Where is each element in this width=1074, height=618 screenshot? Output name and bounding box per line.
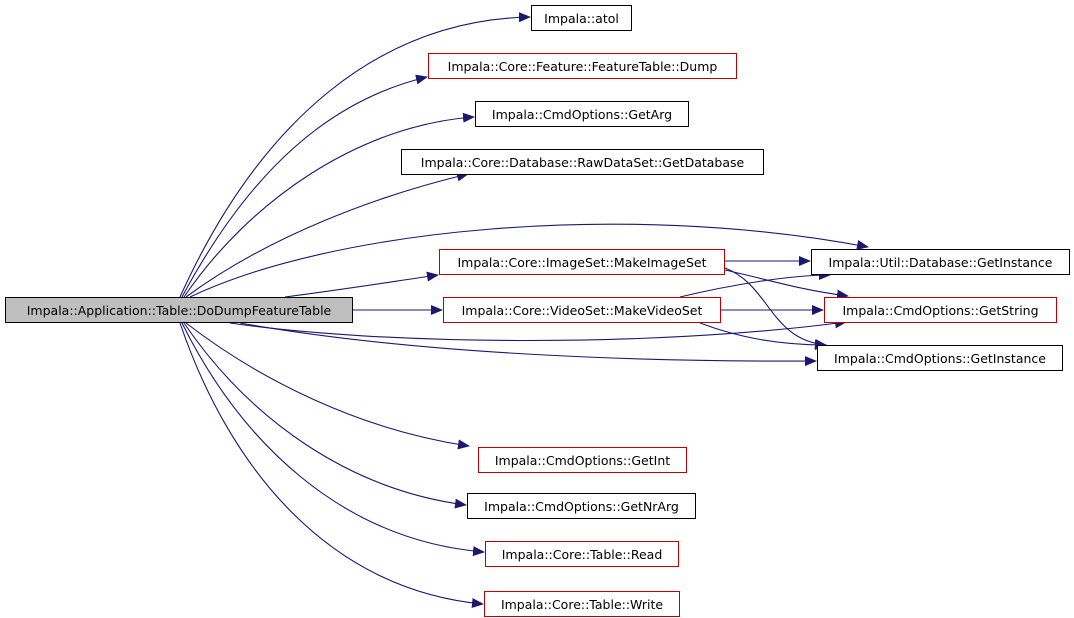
- node-atol[interactable]: Impala::atol: [531, 5, 632, 31]
- edge-image-get-string: [724, 269, 849, 300]
- node-cmd-get-instance[interactable]: Impala::CmdOptions::GetInstance: [817, 345, 1063, 371]
- node-get-string[interactable]: Impala::CmdOptions::GetString: [824, 297, 1057, 323]
- node-label: Impala::CmdOptions::GetArg: [491, 106, 673, 122]
- edge-root-atol: [179, 12, 531, 298]
- node-get-int[interactable]: Impala::CmdOptions::GetInt: [478, 447, 687, 473]
- edge-video-db-get-instance: [679, 270, 831, 298]
- node-label: Impala::CmdOptions::GetInt: [494, 452, 671, 468]
- edge-root-get-database: [185, 171, 469, 298]
- node-label: Impala::Util::Database::GetInstance: [828, 254, 1053, 270]
- node-get-database[interactable]: Impala::Core::Database::RawDataSet::GetD…: [401, 149, 764, 175]
- node-label: Impala::Core::Database::RawDataSet::GetD…: [420, 154, 745, 170]
- node-make-image-set[interactable]: Impala::Core::ImageSet::MakeImageSet: [439, 249, 725, 275]
- edge-root-table-read: [181, 322, 485, 557]
- node-label: Impala::Core::Table::Write: [500, 596, 664, 612]
- edge-root-db-get-instance: [189, 223, 869, 298]
- node-label: Impala::atol: [544, 10, 619, 26]
- edge-root-get-nr-arg: [183, 322, 467, 509]
- node-table-read[interactable]: Impala::Core::Table::Read: [485, 541, 679, 567]
- node-table-write[interactable]: Impala::Core::Table::Write: [484, 591, 680, 617]
- edge-root-get-string: [229, 318, 847, 342]
- node-do-dump-feature-table[interactable]: Impala::Application::Table::DoDumpFeatur…: [5, 297, 353, 323]
- node-get-nr-arg[interactable]: Impala::CmdOptions::GetNrArg: [467, 493, 696, 519]
- edge-root-get-arg: [183, 112, 475, 298]
- node-label: Impala::Application::Table::DoDumpFeatur…: [26, 302, 332, 318]
- edge-root-feature-dump: [181, 74, 428, 298]
- edge-video-cmd-get-instance: [699, 322, 827, 350]
- node-make-video-set[interactable]: Impala::Core::VideoSet::MakeVideoSet: [443, 297, 721, 323]
- edge-image-cmd-get-instance: [724, 267, 827, 349]
- node-label: Impala::CmdOptions::GetString: [842, 302, 1039, 318]
- node-label: Impala::CmdOptions::GetInstance: [834, 350, 1046, 366]
- node-get-arg[interactable]: Impala::CmdOptions::GetArg: [475, 101, 689, 127]
- edge-root-get-int: [185, 322, 470, 450]
- node-label: Impala::Core::VideoSet::MakeVideoSet: [461, 302, 703, 318]
- node-feature-table-dump[interactable]: Impala::Core::Feature::FeatureTable::Dum…: [428, 53, 737, 79]
- node-database-get-instance[interactable]: Impala::Util::Database::GetInstance: [811, 249, 1070, 275]
- node-label: Impala::CmdOptions::GetNrArg: [484, 498, 679, 514]
- node-label: Impala::Core::Feature::FeatureTable::Dum…: [447, 58, 718, 74]
- edge-root-table-write: [179, 322, 484, 608]
- node-label: Impala::Core::Table::Read: [501, 546, 663, 562]
- edge-root-make-image-set: [284, 271, 439, 298]
- node-label: Impala::Core::ImageSet::MakeImageSet: [457, 254, 707, 270]
- edge-root-cmd-get-instance: [239, 322, 817, 367]
